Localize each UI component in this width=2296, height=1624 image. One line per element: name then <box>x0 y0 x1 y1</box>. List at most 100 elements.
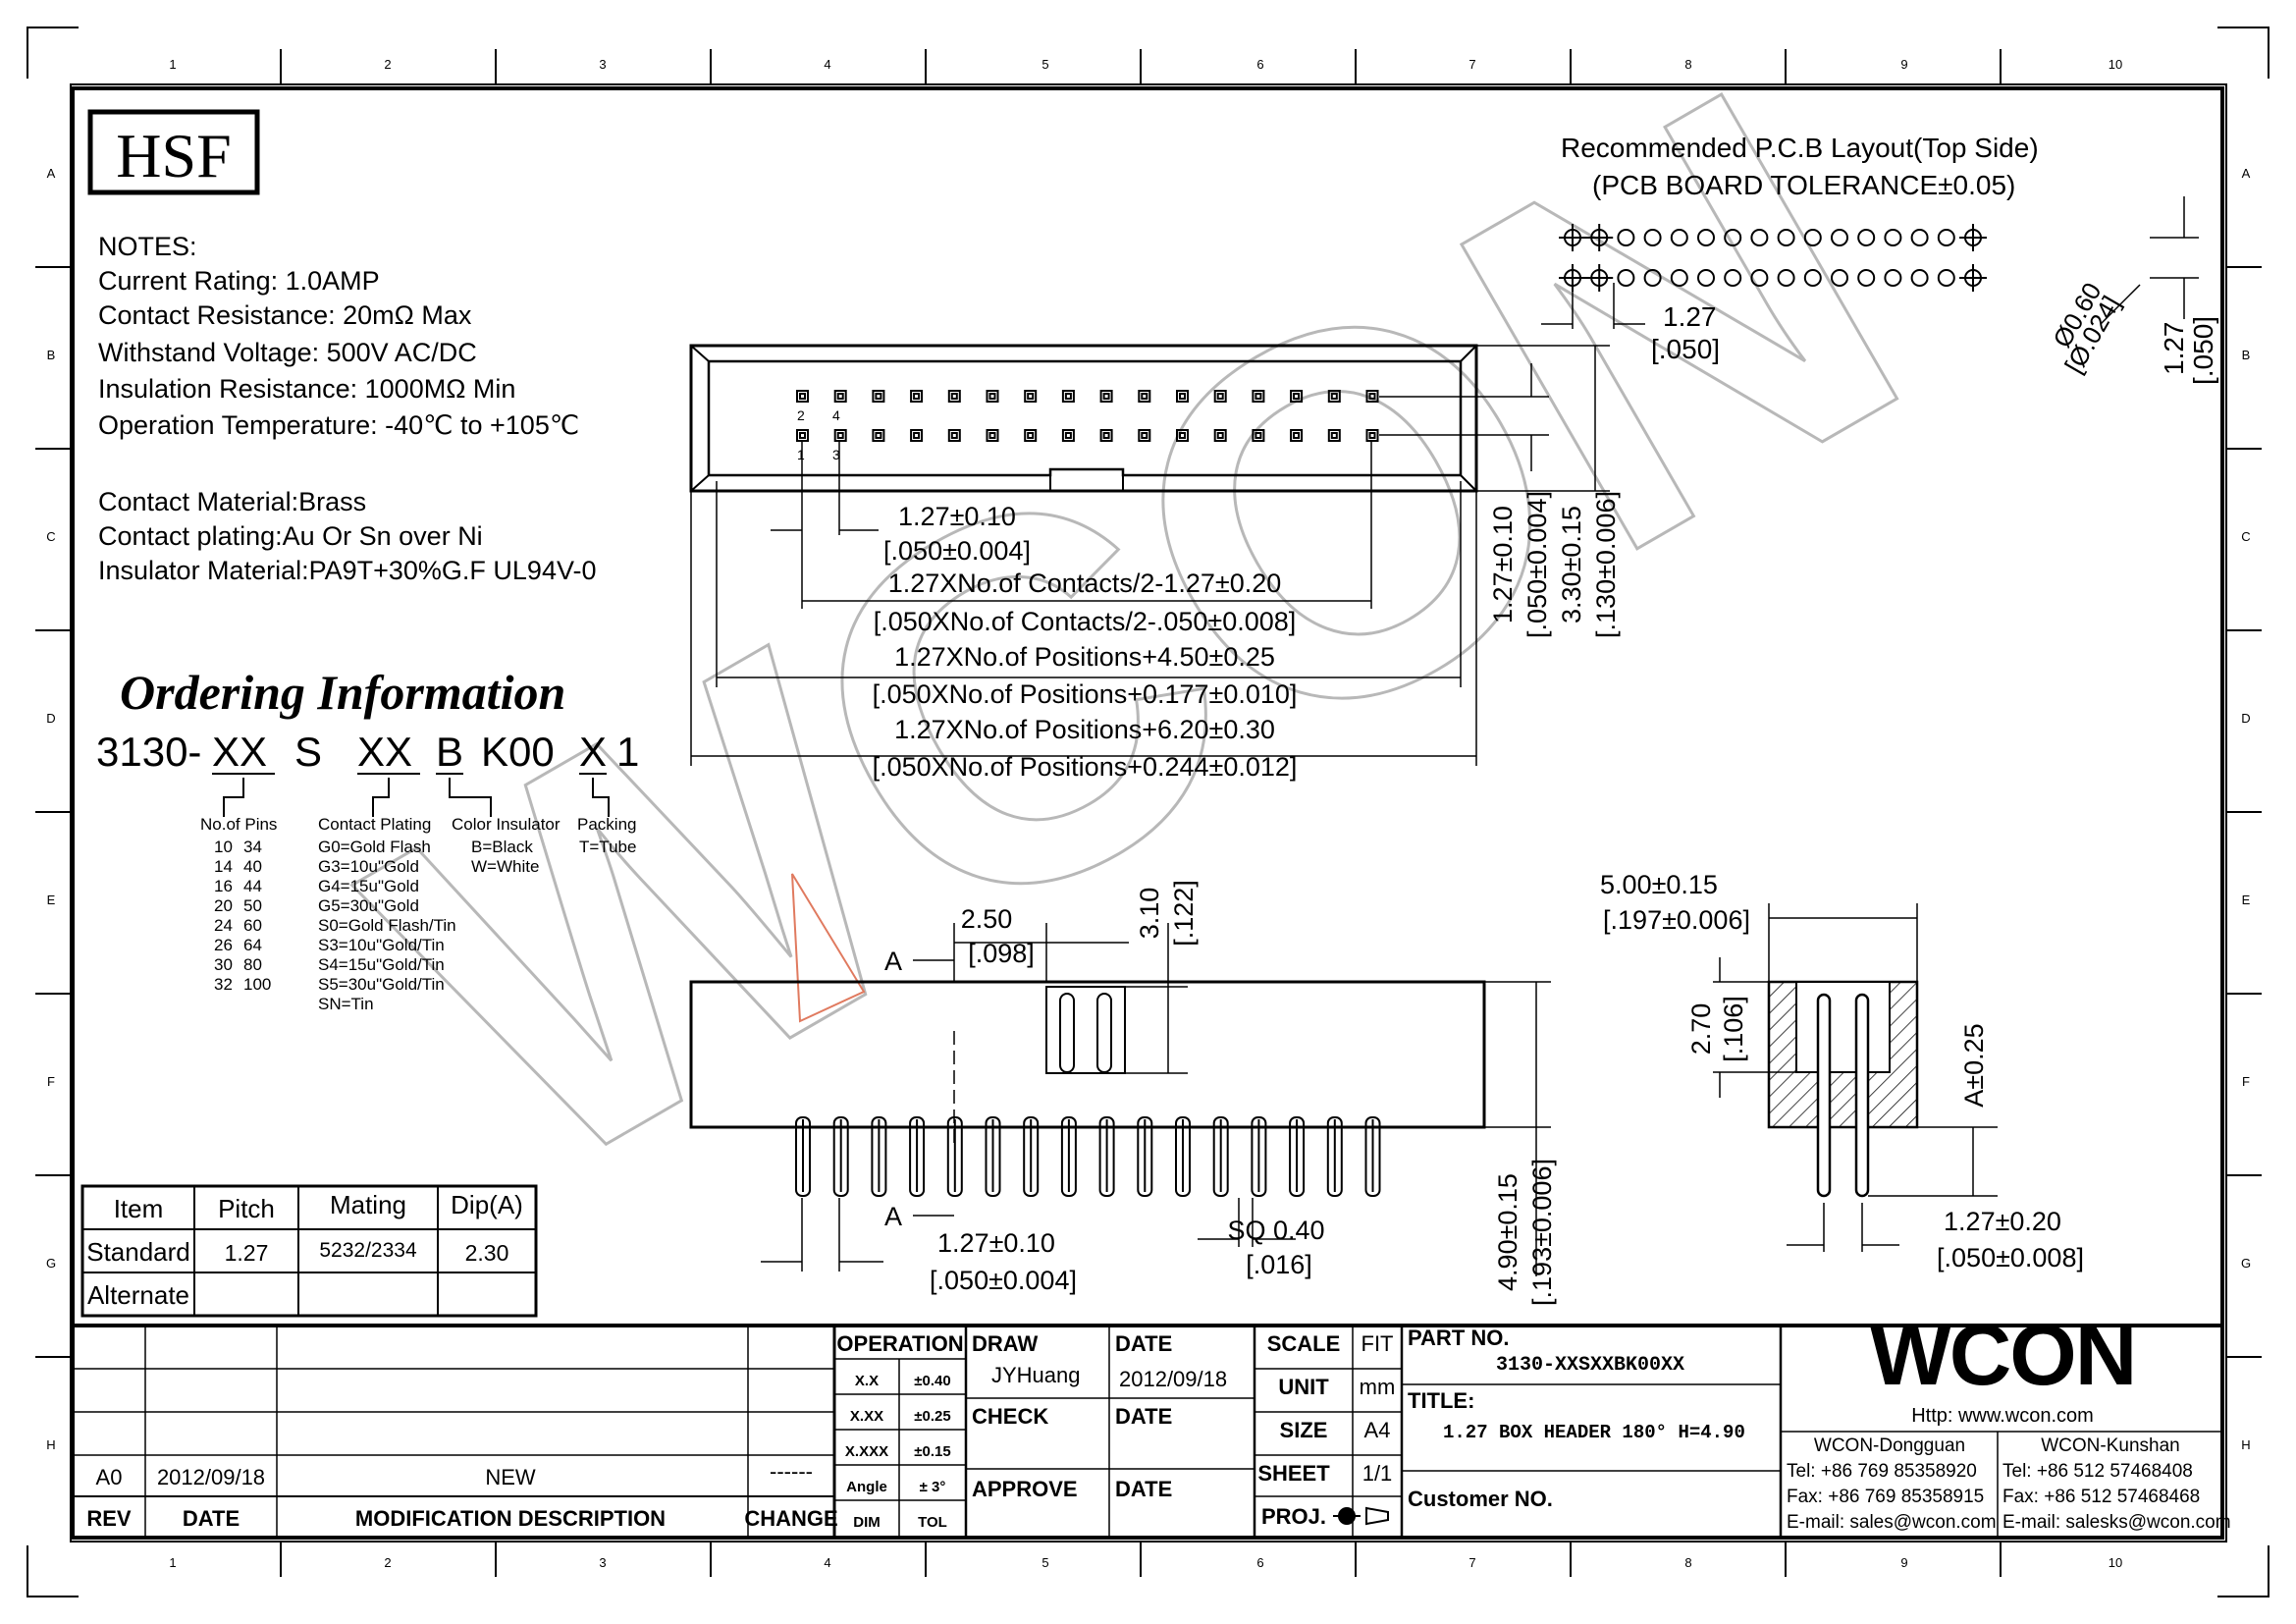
top-pin <box>833 390 847 403</box>
pcb-hole <box>1617 229 1635 246</box>
top-pin <box>1138 429 1151 442</box>
front-pin <box>985 1116 1001 1197</box>
top-pin-core <box>875 393 882 400</box>
zone-row-g: G <box>46 1256 56 1271</box>
code-plating: XX <box>357 729 412 775</box>
code-k00: K00 <box>481 729 555 775</box>
date-header: DATE <box>183 1506 240 1531</box>
front-pin <box>1060 1116 1077 1197</box>
corner-marks <box>27 27 2269 1597</box>
zone-col-9: 9 <box>1900 57 1907 72</box>
zone-col-5: 5 <box>1041 57 1048 72</box>
top-dim-contacts-in: [.050XNo.of Contacts/2-.050±0.008] <box>874 607 1297 636</box>
zone-row-h-right: H <box>2241 1437 2250 1452</box>
pins-60: 60 <box>243 916 262 935</box>
side-dim-base: 2.70 <box>1686 1003 1716 1056</box>
pins-100: 100 <box>243 975 271 994</box>
top-view-dim-text: 1.27±0.10 [.050±0.004] 1.27XNo.of Contac… <box>873 491 1621 782</box>
top-view <box>689 344 1478 493</box>
side-view <box>1767 980 1919 1198</box>
note-temperature: Operation Temperature: -40℃ to +105℃ <box>98 410 579 440</box>
pcb-hole <box>1857 229 1876 246</box>
front-view <box>689 980 1486 1144</box>
front-pin <box>909 1116 926 1197</box>
zone-row-h: H <box>46 1437 55 1452</box>
tol-angle-label: Angle <box>846 1479 887 1495</box>
zone-row-f: F <box>47 1074 55 1089</box>
tol-xxx-value: ±0.25 <box>914 1408 950 1425</box>
top-pin <box>947 429 961 442</box>
side-dim-width: 5.00±0.15 <box>1600 870 1718 899</box>
top-pin-core <box>1216 432 1224 439</box>
unit-label: UNIT <box>1278 1375 1329 1399</box>
part-no-label: PART NO. <box>1408 1326 1509 1350</box>
zone-col-9-bottom: 9 <box>1900 1555 1907 1570</box>
front-pin <box>1137 1116 1153 1197</box>
top-dim-overall-in: [.050XNo.of Positions+0.244±0.012] <box>873 752 1298 782</box>
top-pin-core <box>1179 432 1186 439</box>
rev-header: REV <box>86 1506 132 1531</box>
zone-col-7: 7 <box>1468 57 1475 72</box>
sheet-label: SHEET <box>1257 1461 1330 1486</box>
hsf-logo-box <box>87 109 260 195</box>
top-pin <box>833 429 847 442</box>
zone-row-g-right: G <box>2241 1256 2251 1271</box>
top-pin <box>1099 429 1113 442</box>
front-dim-pitch: 1.27±0.10 <box>937 1228 1055 1258</box>
top-pin-core <box>988 432 996 439</box>
packing-label: Packing <box>577 815 636 834</box>
top-pin-core <box>1102 393 1110 400</box>
tol-angle-value: ± 3° <box>920 1479 946 1495</box>
pitch-header-item: Item <box>114 1194 164 1223</box>
front-dim-key-in: [.098] <box>968 939 1035 968</box>
front-pin <box>1289 1116 1306 1197</box>
top-pin <box>1327 390 1341 403</box>
front-dim-height: 4.90±0.15 <box>1493 1173 1522 1291</box>
top-pin <box>1176 390 1189 403</box>
tol-xxxx-label: X.XXX <box>845 1443 888 1460</box>
top-pin-core <box>1255 432 1262 439</box>
front-pin <box>1098 1116 1115 1197</box>
rev-date-value: 2012/09/18 <box>157 1465 265 1489</box>
top-pin <box>986 390 999 403</box>
tol-xx-value: ±0.40 <box>914 1373 950 1389</box>
size-label: SIZE <box>1280 1418 1328 1442</box>
top-dim-overall: 1.27XNo.of Positions+6.20±0.30 <box>894 715 1275 744</box>
zone-row-e-right: E <box>2242 893 2251 907</box>
title-block <box>73 1324 2222 1538</box>
top-pin <box>872 390 885 403</box>
pcb-hole <box>1643 229 1662 246</box>
pitch-header-mating: Mating <box>330 1190 406 1219</box>
plating-g3: G3=10u"Gold <box>318 857 419 876</box>
tol-xxx-label: X.XX <box>850 1408 883 1425</box>
top-dim-pitch-in: [.050±0.004] <box>883 536 1031 566</box>
pcb-subtitle: (PCB BOARD TOLERANCE±0.05) <box>1592 170 2015 200</box>
top-pin-core <box>836 432 844 439</box>
dongguan-email: E-mail: sales@wcon.com <box>1787 1512 1997 1533</box>
top-pin <box>1024 429 1038 442</box>
front-dim-sq-in: [.016] <box>1246 1250 1312 1279</box>
color-white: W=White <box>471 857 539 876</box>
zone-col-5-bottom: 5 <box>1041 1555 1048 1570</box>
plating-g0: G0=Gold Flash <box>318 838 431 856</box>
description-header: MODIFICATION DESCRIPTION <box>355 1506 666 1531</box>
front-pin <box>832 1116 849 1197</box>
top-pin-labels: 2 4 1 3 <box>797 407 840 462</box>
top-pin <box>796 429 809 442</box>
pins-14: 14 <box>214 857 233 876</box>
top-pin-core <box>913 393 921 400</box>
zone-col-1: 1 <box>169 57 176 72</box>
title-label: TITLE: <box>1408 1388 1474 1413</box>
front-pin <box>1212 1116 1229 1197</box>
scale-value: FIT <box>1362 1331 1394 1356</box>
top-pin-core <box>1141 432 1148 439</box>
zone-row-e: E <box>47 893 56 907</box>
pcb-hole <box>1750 229 1769 246</box>
draw-date-label: DATE <box>1115 1331 1172 1356</box>
kunshan-tel: Tel: +86 512 57468408 <box>2002 1461 2193 1482</box>
front-view-pins <box>795 1116 1381 1197</box>
pitch-standard-dip: 2.30 <box>465 1240 509 1266</box>
zone-col-4-bottom: 4 <box>824 1555 830 1570</box>
pcb-hole <box>1937 269 1955 287</box>
